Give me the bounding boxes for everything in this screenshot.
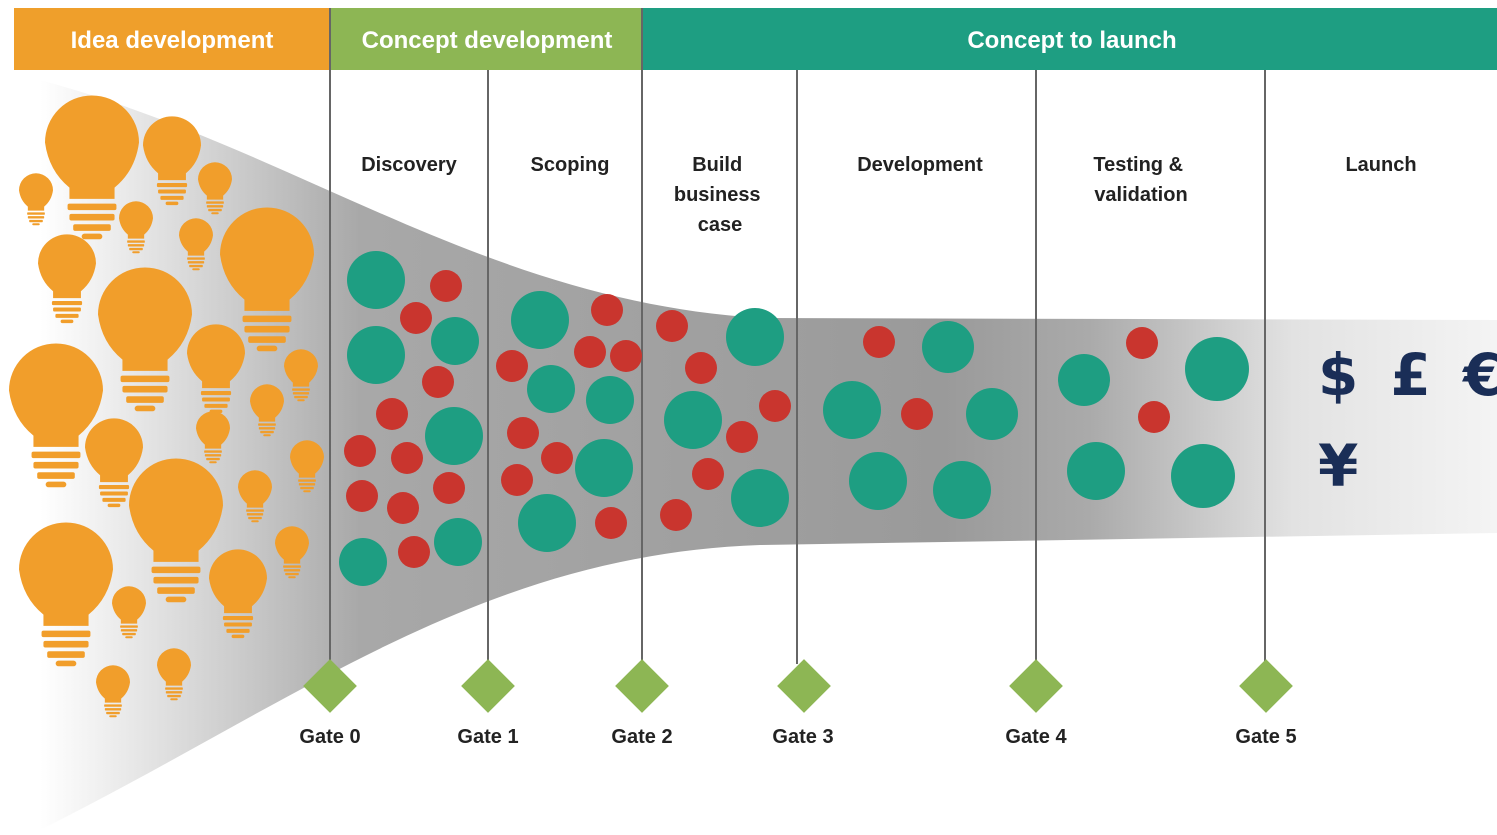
gate-lines (329, 8, 1266, 664)
idea-dot-icon (433, 472, 465, 504)
surviving-ideas (339, 251, 1249, 586)
idea-dot-icon (849, 452, 907, 510)
phase-label-launch: Concept to launch (967, 27, 1176, 54)
gate-label-2: Gate 2 (611, 726, 672, 748)
idea-dot-icon (376, 398, 408, 430)
gate-labels: Gate 0 Gate 1 Gate 2 Gate 3 Gate 4 Gate … (299, 726, 1296, 748)
idea-dot-icon (726, 421, 758, 453)
idea-dot-icon (610, 340, 642, 372)
gate-label-5: Gate 5 (1235, 726, 1296, 748)
idea-dot-icon (1185, 337, 1249, 401)
currency-row-2: ¥ (1318, 432, 1358, 500)
phase-bar-launch (642, 8, 1497, 70)
gate-label-1: Gate 1 (457, 726, 518, 748)
stage-label-launch: Launch (1345, 154, 1416, 176)
phase-label-concept: Concept development (362, 27, 613, 54)
rejected-ideas (344, 270, 1170, 568)
idea-dot-icon (575, 439, 633, 497)
idea-dot-icon (574, 336, 606, 368)
idea-dot-icon (430, 270, 462, 302)
idea-dot-icon (726, 308, 784, 366)
idea-dot-icon (823, 381, 881, 439)
idea-dot-icon (664, 391, 722, 449)
idea-dot-icon (434, 518, 482, 566)
stage-label-testing: Testing & validation (1093, 154, 1188, 206)
idea-dot-icon (759, 390, 791, 422)
idea-dot-icon (391, 442, 423, 474)
idea-dot-icon (346, 480, 378, 512)
idea-dot-icon (347, 326, 405, 384)
gate-diamond-icon (615, 659, 669, 713)
idea-dot-icon (541, 442, 573, 474)
idea-dot-icon (347, 251, 405, 309)
phase-bar-concept (331, 8, 642, 70)
idea-dot-icon (387, 492, 419, 524)
gate-diamond-icon (461, 659, 515, 713)
funnel-shape (40, 80, 1497, 830)
idea-dot-icon (501, 464, 533, 496)
launch-currencies: $ £ € ¥ (1318, 341, 1497, 500)
gate-label-4: Gate 4 (1005, 726, 1067, 748)
currency-row-1: $ £ € (1318, 341, 1497, 409)
stage-label-business-case: Build business case (674, 154, 766, 236)
idea-dot-icon (901, 398, 933, 430)
phase-header: Idea development Concept development Con… (14, 8, 1497, 70)
idea-dot-icon (339, 538, 387, 586)
idea-dot-icon (422, 366, 454, 398)
idea-dot-icon (398, 536, 430, 568)
idea-dot-icon (1067, 442, 1125, 500)
stage-label-discovery: Discovery (361, 154, 457, 176)
idea-dot-icon (863, 326, 895, 358)
idea-dot-icon (507, 417, 539, 449)
idea-dot-icon (685, 352, 717, 384)
idea-dot-icon (344, 435, 376, 467)
gate-label-0: Gate 0 (299, 726, 360, 748)
gate-label-3: Gate 3 (772, 726, 833, 748)
idea-dot-icon (1171, 444, 1235, 508)
idea-dot-icon (527, 365, 575, 413)
idea-dot-icon (731, 469, 789, 527)
idea-dot-icon (1058, 354, 1110, 406)
idea-dot-icon (933, 461, 991, 519)
idea-dot-icon (922, 321, 974, 373)
idea-dot-icon (511, 291, 569, 349)
idea-dot-icon (656, 310, 688, 342)
idea-dot-icon (692, 458, 724, 490)
phase-label-idea: Idea development (71, 27, 274, 54)
idea-dot-icon (496, 350, 528, 382)
idea-dot-icon (518, 494, 576, 552)
gate-diamonds (303, 659, 1293, 713)
idea-dot-icon (966, 388, 1018, 440)
stage-label-scoping: Scoping (531, 154, 610, 176)
phase-bar-idea (14, 8, 330, 70)
gate-diamond-icon (1239, 659, 1293, 713)
stage-labels: Discovery Scoping Build business case De… (361, 154, 1416, 236)
gate-diamond-icon (777, 659, 831, 713)
idea-dot-icon (1138, 401, 1170, 433)
idea-dot-icon (595, 507, 627, 539)
idea-dot-icon (425, 407, 483, 465)
idea-dot-icon (660, 499, 692, 531)
idea-dot-icon (591, 294, 623, 326)
idea-dot-icon (400, 302, 432, 334)
stage-label-development: Development (857, 154, 983, 176)
gate-diamond-icon (1009, 659, 1063, 713)
idea-dot-icon (431, 317, 479, 365)
idea-dot-icon (1126, 327, 1158, 359)
idea-dot-icon (586, 376, 634, 424)
